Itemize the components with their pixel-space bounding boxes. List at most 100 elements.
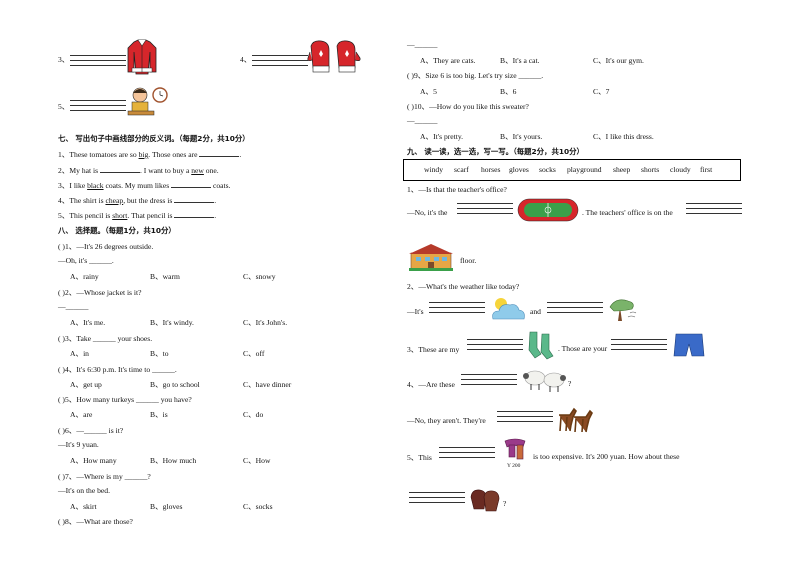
q9-option-b[interactable]: B、6: [500, 87, 517, 96]
word-item: sheep: [613, 165, 631, 174]
scarf-icon: [504, 438, 526, 460]
q6-text: ( )6、—______ is it?: [58, 426, 124, 435]
answer-lines[interactable]: [252, 51, 308, 66]
item-number-5: 5、: [58, 102, 70, 111]
r1-answer-end: floor.: [460, 256, 477, 265]
sec7-q1: 1、These tomatoes are so big. Those ones …: [58, 150, 242, 159]
q4-option-c[interactable]: C、have dinner: [243, 380, 292, 389]
word-item: cloudy: [670, 165, 691, 174]
q10-option-c[interactable]: C、I like this dress.: [593, 132, 654, 141]
q6-text2: —It's 9 yuan.: [58, 440, 99, 449]
r5-mid: is too expensive. It's 200 yuan. How abo…: [533, 452, 680, 461]
r1-answer-start: —No, it's the: [407, 208, 448, 217]
answer-lines[interactable]: [70, 96, 126, 111]
q3-option-b[interactable]: B、to: [150, 349, 169, 358]
answer-blank[interactable]: [199, 156, 240, 157]
q10-option-a[interactable]: A、It's pretty.: [420, 132, 464, 141]
q9-option-a[interactable]: A、5: [420, 87, 437, 96]
word-item: horses: [481, 165, 501, 174]
q4-option-a[interactable]: A、get up: [70, 380, 102, 389]
answer-lines[interactable]: [547, 298, 603, 313]
q10-text2: —______: [407, 116, 438, 125]
sheep-icon: [523, 370, 566, 392]
q3-option-c[interactable]: C、off: [243, 349, 265, 358]
answer-blank[interactable]: [174, 217, 215, 218]
q6-option-c[interactable]: C、How: [243, 456, 271, 465]
socks-icon: [528, 331, 554, 360]
answer-lines[interactable]: [70, 51, 126, 66]
sec7-q4: 4、The shirt is cheap, but the dress is .: [58, 196, 217, 205]
answer-lines[interactable]: [429, 298, 485, 313]
r2-question: 2、—What's the weather like today?: [407, 282, 520, 291]
q1-text2: —Oh, it's ______.: [58, 256, 114, 265]
q8-option-a[interactable]: A、They are cats.: [420, 56, 476, 65]
r5-start: 5、This: [407, 453, 432, 462]
q10-text: ( )10、—How do you like this sweater?: [407, 102, 529, 111]
word-item: playground: [567, 165, 602, 174]
q6-option-b[interactable]: B、How much: [150, 456, 197, 465]
answer-blank[interactable]: [99, 172, 140, 173]
answer-blank[interactable]: [171, 187, 212, 188]
answer-lines[interactable]: [686, 199, 742, 214]
q2-text2: —______: [58, 302, 89, 311]
q2-option-c[interactable]: C、It's John's.: [243, 318, 288, 327]
section-9-title: 九、 读一读，选一选，写一写。（每题2分，共10分）: [407, 147, 584, 156]
q7-option-a[interactable]: A、skirt: [70, 502, 97, 511]
r4-answer: —No, they aren't. They're: [407, 416, 486, 425]
q7-option-c[interactable]: C、socks: [243, 502, 273, 511]
r3-mid: . Those are your: [558, 344, 608, 353]
word-bank: windy scarf horses gloves socks playgrou…: [403, 159, 741, 181]
sec7-q2: 2、My hat is . I want to buy a new one.: [58, 166, 219, 175]
answer-lines[interactable]: [461, 370, 517, 385]
answer-lines[interactable]: [457, 199, 513, 214]
q7-option-b[interactable]: B、gloves: [150, 502, 183, 511]
q5-option-a[interactable]: A、are: [70, 410, 93, 419]
q7-text2: —It's on the bed.: [58, 486, 110, 495]
gloves-icon: [470, 489, 500, 512]
word-item: gloves: [509, 165, 529, 174]
q3-option-a[interactable]: A、in: [70, 349, 89, 358]
gloves-icon: [307, 40, 361, 73]
q6-option-a[interactable]: A、How many: [70, 456, 117, 465]
r4-qmark: ?: [568, 379, 572, 388]
q1-option-a[interactable]: A、rainy: [70, 272, 99, 281]
sec7-q5: 5、This pencil is short. That pencil is .: [58, 211, 217, 220]
answer-lines[interactable]: [611, 335, 667, 350]
answer-blank[interactable]: [174, 202, 215, 203]
q10-option-b[interactable]: B、It's yours.: [500, 132, 543, 141]
cloudy-icon: [492, 298, 525, 320]
playground-icon: [517, 198, 579, 222]
r3-start: 3、These are my: [407, 345, 460, 354]
jacket-icon: [127, 39, 157, 75]
word-item: windy: [424, 165, 443, 174]
answer-lines[interactable]: [409, 488, 465, 503]
item-number-3: 3、: [58, 55, 70, 64]
answer-lines[interactable]: [439, 443, 495, 458]
price-tag: Y 200: [507, 463, 521, 469]
windy-tree-icon: [609, 299, 637, 321]
school-building-icon: [409, 244, 453, 271]
q2-option-a[interactable]: A、It's me.: [70, 318, 106, 327]
q2-text: ( )2、—Whose jacket is it?: [58, 288, 142, 297]
r1-question: 1、—Is that the teacher's office?: [407, 185, 507, 194]
r5-qmark: ?: [503, 499, 507, 508]
q2-option-b[interactable]: B、It's windy.: [150, 318, 194, 327]
q1-option-c[interactable]: C、snowy: [243, 272, 276, 281]
answer-lines[interactable]: [467, 335, 523, 350]
q4-option-b[interactable]: B、go to school: [150, 380, 200, 389]
item-number-4: 4、: [240, 55, 252, 64]
q1-option-b[interactable]: B、warm: [150, 272, 180, 281]
r4-question: 4、—Are these: [407, 380, 455, 389]
q9-option-c[interactable]: C、7: [593, 87, 610, 96]
q5-text: ( )5、How many turkeys ______ you have?: [58, 395, 192, 404]
horses-icon: [559, 407, 593, 433]
q8-answer-line: —______: [407, 40, 438, 49]
q8-option-b[interactable]: B、It's a cat.: [500, 56, 540, 65]
answer-lines[interactable]: [497, 407, 553, 422]
q5-option-c[interactable]: C、do: [243, 410, 264, 419]
word-item: first: [700, 165, 713, 174]
q8-option-c[interactable]: C、It's our gym.: [593, 56, 644, 65]
r2-answer-mid: and: [530, 307, 541, 316]
word-item: shorts: [641, 165, 660, 174]
q5-option-b[interactable]: B、is: [150, 410, 168, 419]
